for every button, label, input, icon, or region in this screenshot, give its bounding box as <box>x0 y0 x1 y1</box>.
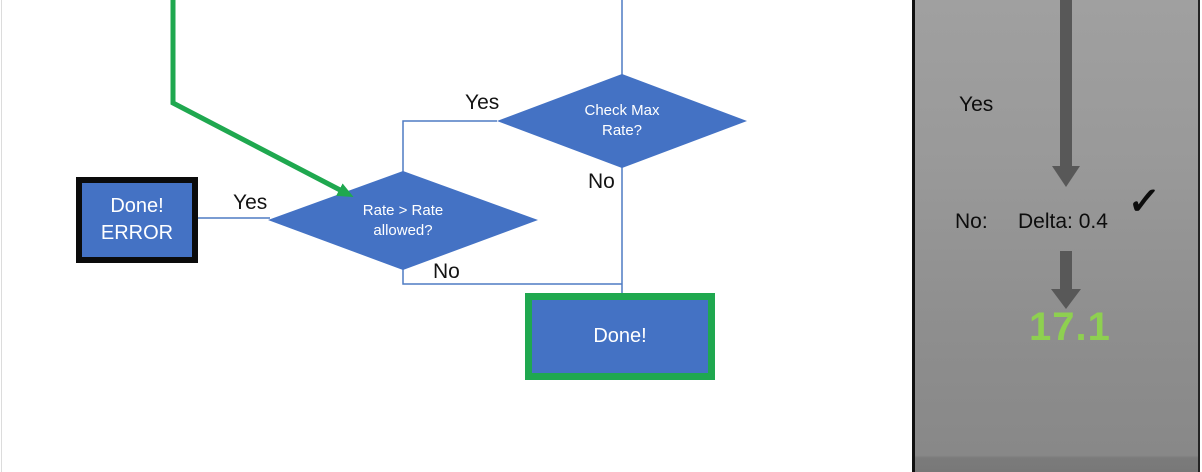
down-arrows-group <box>1051 0 1081 309</box>
done-box-label: Done! <box>593 325 647 347</box>
connector-rateallowed-no-line <box>402 269 622 285</box>
edge-label-rateallowed-yes: Yes <box>233 191 268 214</box>
green-path-arrow <box>170 0 354 198</box>
done-error-box: Done! ERROR <box>76 177 198 263</box>
slide-left-edge <box>1 0 2 472</box>
decision-check-max-shape <box>497 74 747 168</box>
panel-yes-label: Yes <box>959 93 994 116</box>
panel-result-value: 17.1 <box>1029 305 1111 349</box>
down-arrow-short-head <box>1051 289 1081 309</box>
done-box: Done! <box>525 293 715 380</box>
edge-label-rateallowed-no: No <box>433 260 460 283</box>
edge-label-checkmax-no: No <box>588 170 615 193</box>
down-arrow-long-shaft <box>1060 0 1072 167</box>
done-error-line1: Done! <box>110 195 164 217</box>
down-arrow-long-head <box>1052 166 1080 187</box>
side-panel-arrows <box>1051 0 1081 309</box>
flowchart-graphics <box>170 0 747 293</box>
down-arrow-short-shaft <box>1060 251 1072 290</box>
connector-checkmax-yes-line <box>402 120 497 172</box>
decision-rate-allowed-shape <box>268 171 538 270</box>
side-annotation-panel: Yes No: Delta: 0.4 ✓ 17.1 <box>912 0 1200 472</box>
checkmark-icon: ✓ <box>1126 181 1162 223</box>
panel-delta-text: Delta: 0.4 <box>1018 210 1108 233</box>
panel-no-label: No: <box>955 210 988 233</box>
done-error-line2: ERROR <box>100 222 174 244</box>
edge-label-checkmax-yes: Yes <box>465 91 500 114</box>
